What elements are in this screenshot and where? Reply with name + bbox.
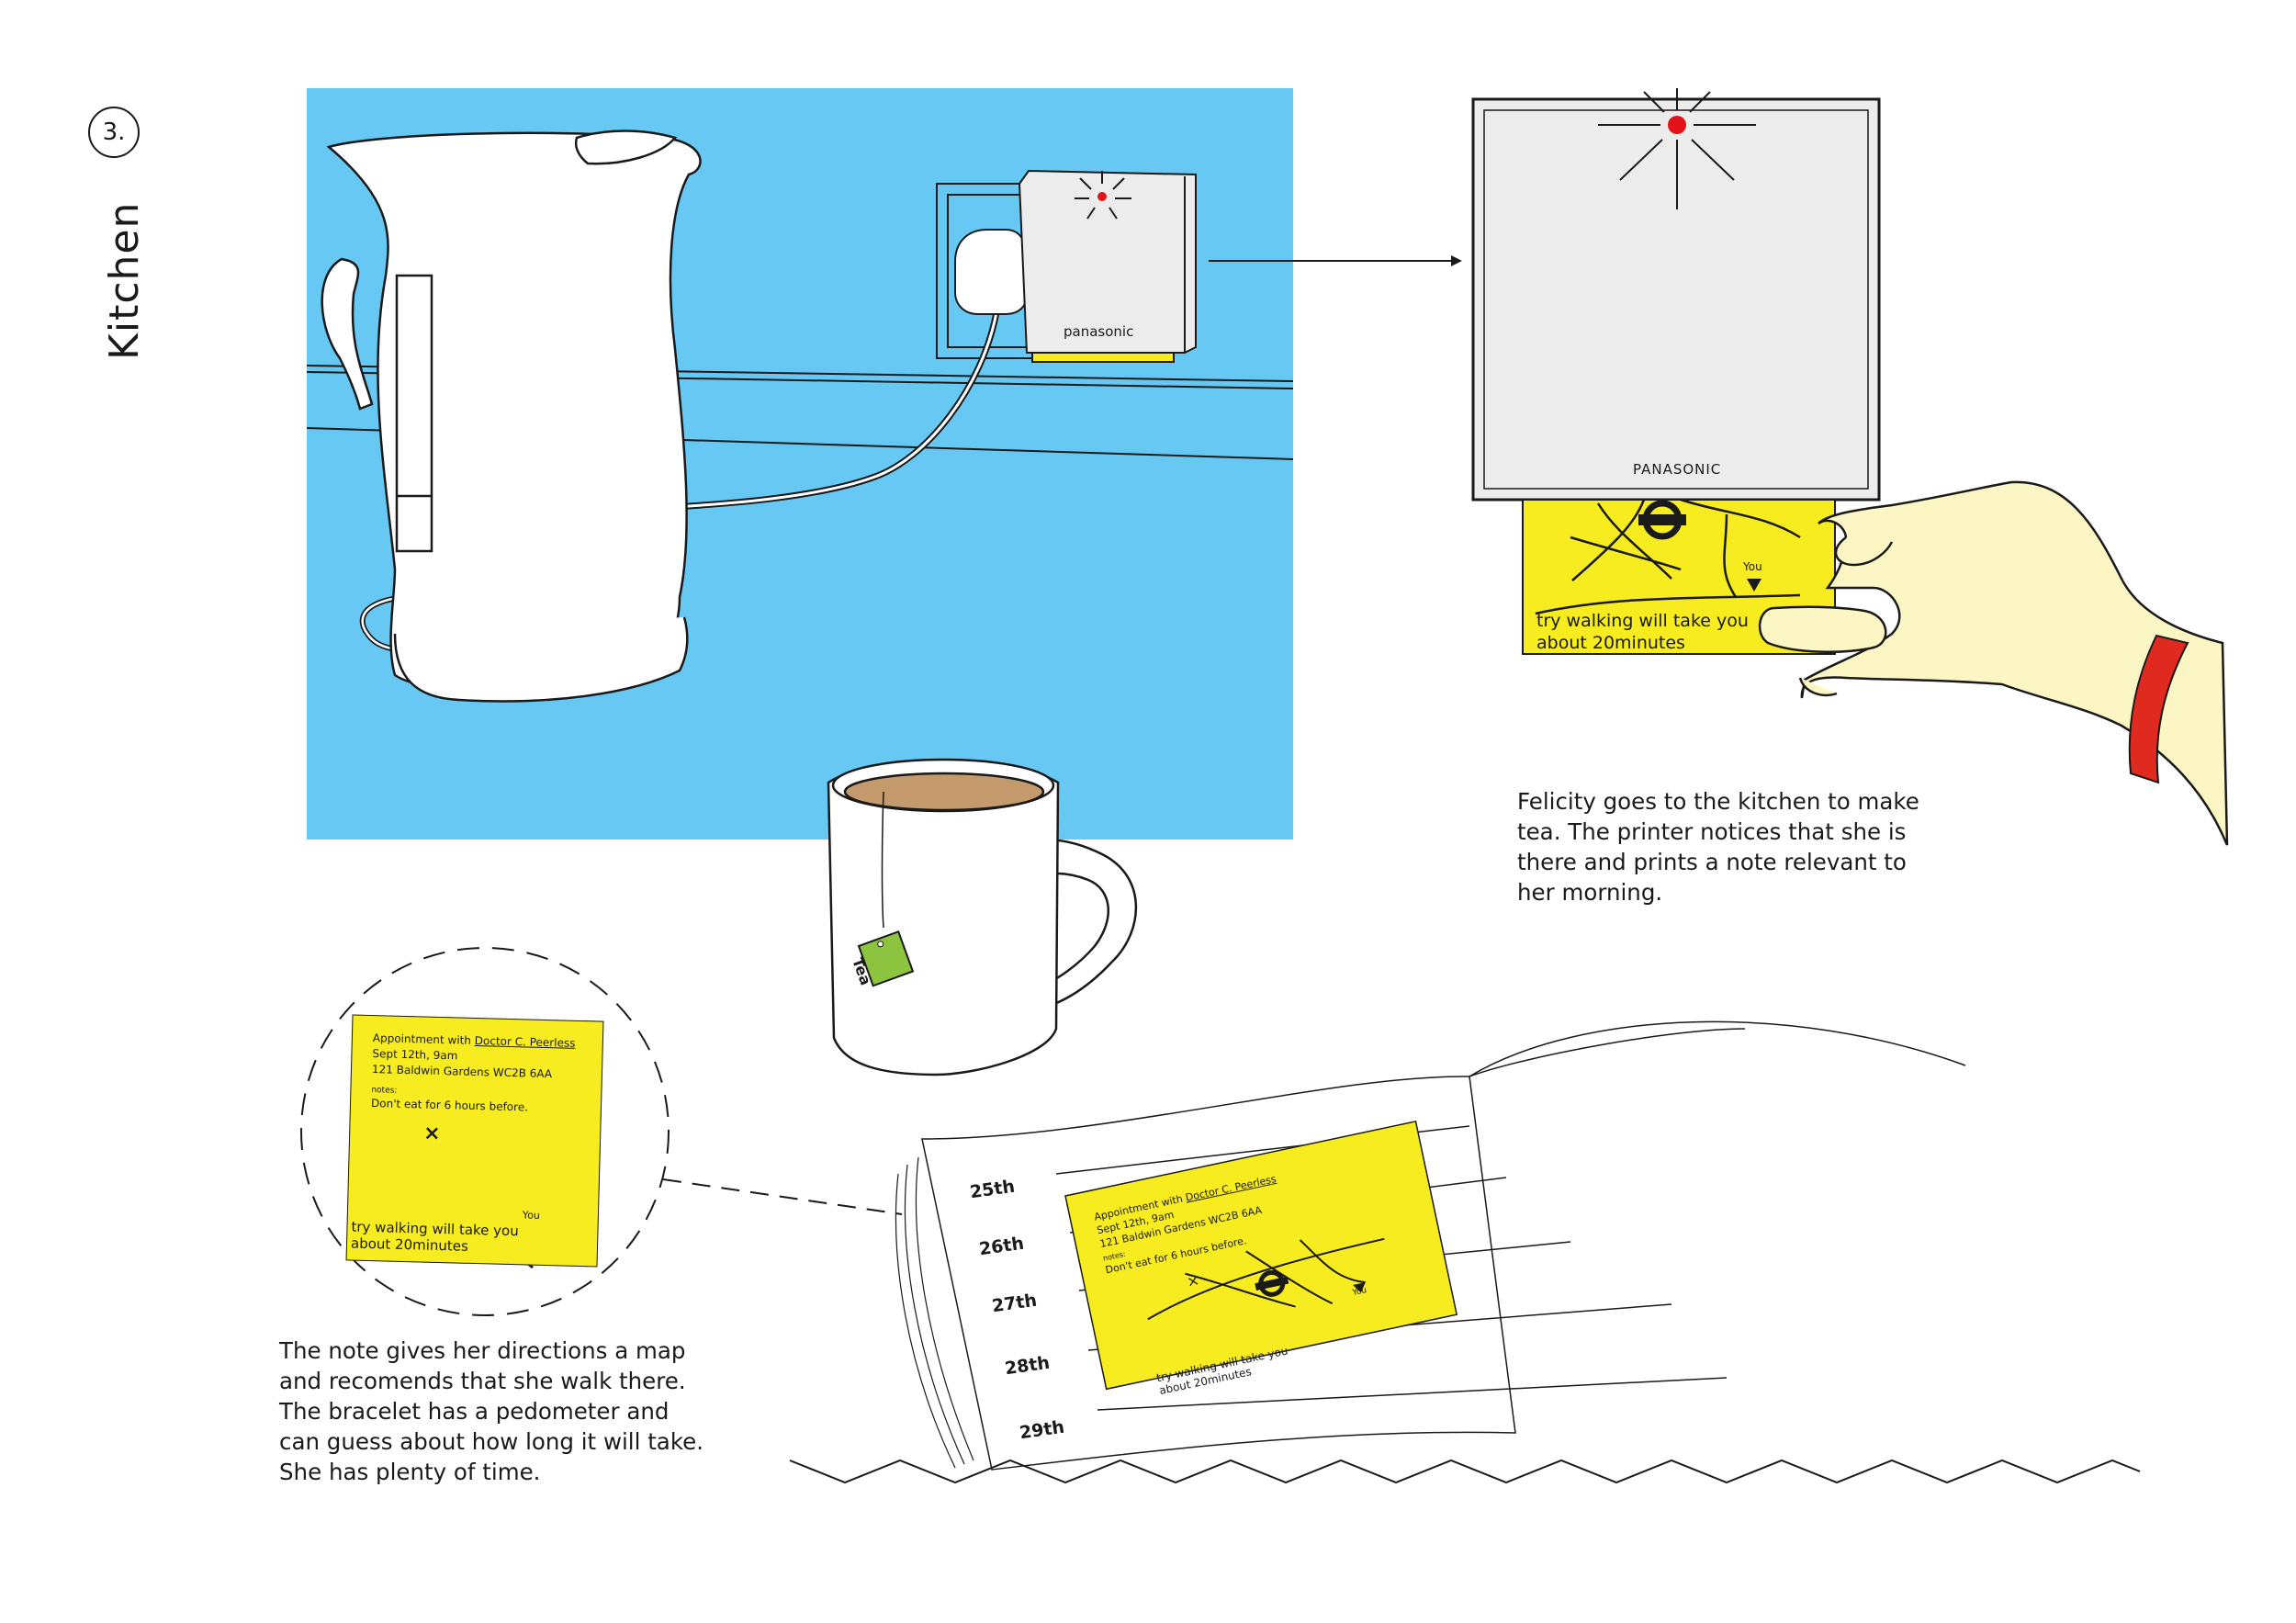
large-led-rays — [1598, 88, 1756, 209]
small-led — [1097, 192, 1107, 201]
printout-you: You — [1743, 560, 1762, 573]
note-caption: The note gives her directions a map and … — [279, 1337, 703, 1485]
note-you: You — [522, 1209, 541, 1222]
tea-tag — [857, 930, 915, 987]
printer-caption: Felicity goes to the kitchen to make tea… — [1517, 788, 1919, 906]
large-printer-brand: PANASONIC — [1633, 461, 1722, 478]
mug-icon — [827, 758, 1138, 1076]
diary-note-marker: × — [1185, 1270, 1201, 1291]
detail-circle — [300, 947, 670, 1316]
kettle-icon — [321, 130, 702, 703]
diary-note — [1064, 1121, 1458, 1391]
step-number-text: 3. — [102, 118, 126, 146]
plug-icon — [954, 229, 1028, 315]
detail-connector — [662, 1178, 903, 1215]
printout-walk-line1: try walking will take you — [1536, 611, 1749, 631]
large-led — [1668, 116, 1686, 134]
step-number: 3. — [88, 107, 140, 158]
table-edge — [789, 1459, 2141, 1484]
note-map-marker: × — [422, 1121, 441, 1146]
note-walk-line2: about 20minutes — [350, 1234, 469, 1255]
tea-string — [881, 791, 884, 929]
small-printer-icon — [1018, 169, 1197, 363]
detail-note: Appointment with Doctor C. Peerless Sept… — [345, 1014, 604, 1268]
note-appointment-prefix: Appointment with — [372, 1031, 475, 1047]
diary-page-edges — [895, 1156, 974, 1469]
bracelet-icon — [2128, 634, 2189, 784]
hand-icon — [1758, 480, 2229, 846]
printout-walk-line2: about 20minutes — [1536, 633, 1685, 653]
diary-note-you: You — [1351, 1286, 1368, 1299]
small-led-rays — [1075, 171, 1131, 220]
note-doctor: Doctor C. Peerless — [474, 1033, 576, 1050]
small-printer-brand: panasonic — [1064, 323, 1134, 340]
